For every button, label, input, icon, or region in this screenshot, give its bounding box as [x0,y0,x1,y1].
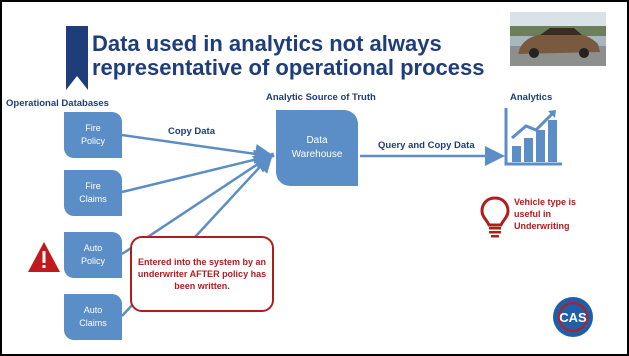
lightbulb-icon [480,196,510,238]
title-accent-bar [66,26,88,90]
operational-databases-label: Operational Databases [6,98,109,109]
analytics-chart-icon [504,108,562,166]
svg-text:CAS: CAS [559,310,587,325]
car-photo [510,12,606,66]
cas-logo: CAS [553,297,593,337]
callout-text: Entered into the system by an underwrite… [137,257,267,291]
warning-icon [28,242,60,272]
query-copy-label: Query and Copy Data [378,140,475,151]
analytics-label: Analytics [510,92,553,103]
copy-data-label: Copy Data [168,126,215,137]
arrow-fire-claims [121,149,275,194]
analytic-source-label: Analytic Source of Truth [266,92,376,103]
callout-box: Entered into the system by an underwrite… [130,236,274,312]
insight-text: Vehicle type is useful in Underwriting [514,197,577,231]
slide-title: Data used in analytics not always repres… [92,31,485,80]
arrow-fire-policy [121,133,275,164]
